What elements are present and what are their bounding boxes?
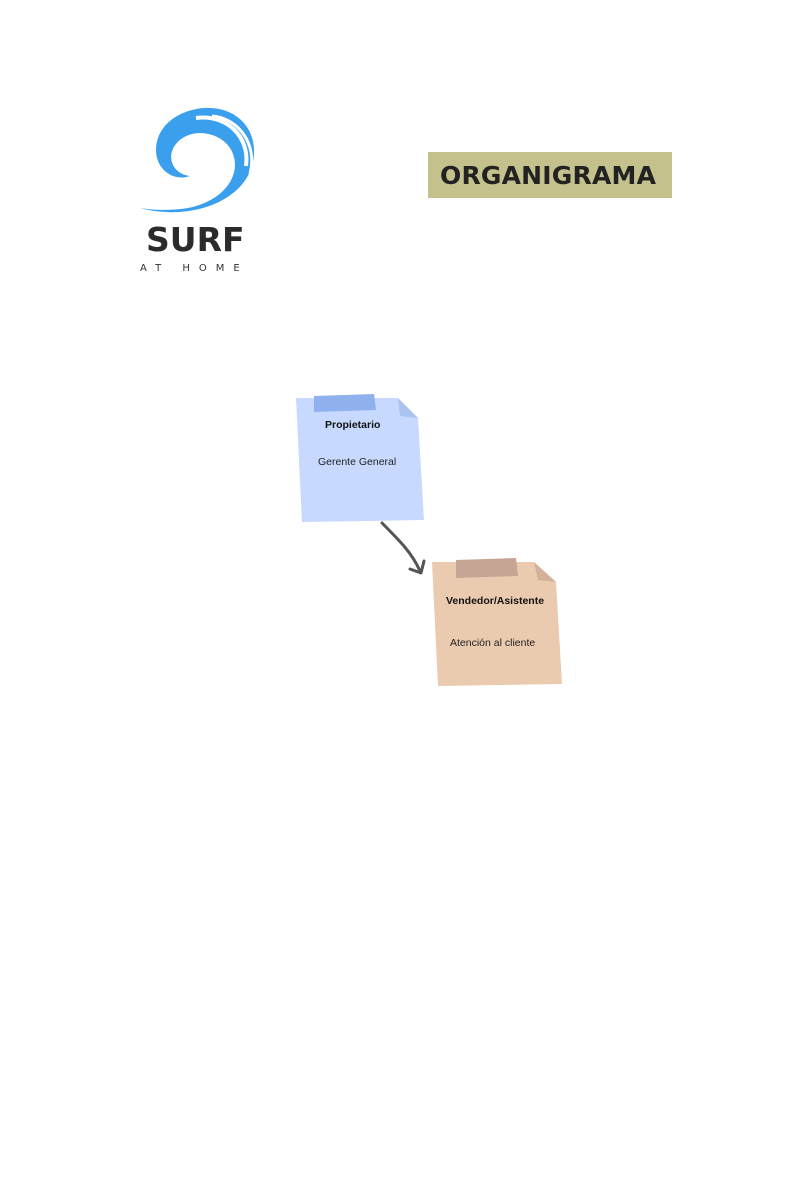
note-paper	[432, 562, 562, 686]
wave-line-1	[195, 115, 249, 167]
node-title: Vendedor/Asistente	[446, 595, 545, 607]
node-role: Gerente General	[318, 456, 397, 468]
logo-brand-text: SURF	[146, 220, 245, 259]
org-node-propietario: Propietario Gerente General	[292, 392, 428, 526]
arrow-head-icon	[408, 559, 426, 575]
wave-icon	[140, 107, 255, 213]
wave-line-2	[211, 114, 254, 175]
wave-shape	[140, 107, 255, 213]
node-role: Atención al cliente	[450, 637, 536, 649]
note-paper	[296, 398, 424, 522]
sticky-note-peach	[432, 558, 562, 686]
arrow-line	[380, 521, 422, 573]
note-tape	[456, 558, 518, 578]
note-fold	[534, 562, 556, 582]
note-fold	[398, 398, 418, 418]
connector-arrow	[380, 521, 426, 575]
org-node-vendedor: Vendedor/Asistente Atención al cliente	[428, 556, 564, 690]
logo-tagline: AT HOME	[140, 263, 249, 274]
node-title: Propietario	[325, 419, 381, 431]
sticky-note-blue	[296, 394, 424, 522]
page-title: ORGANIGRAMA	[440, 160, 657, 190]
note-tape	[314, 394, 376, 412]
surf-at-home-logo: SURF AT HOME	[128, 100, 268, 280]
page-title-box: ORGANIGRAMA	[428, 152, 672, 198]
